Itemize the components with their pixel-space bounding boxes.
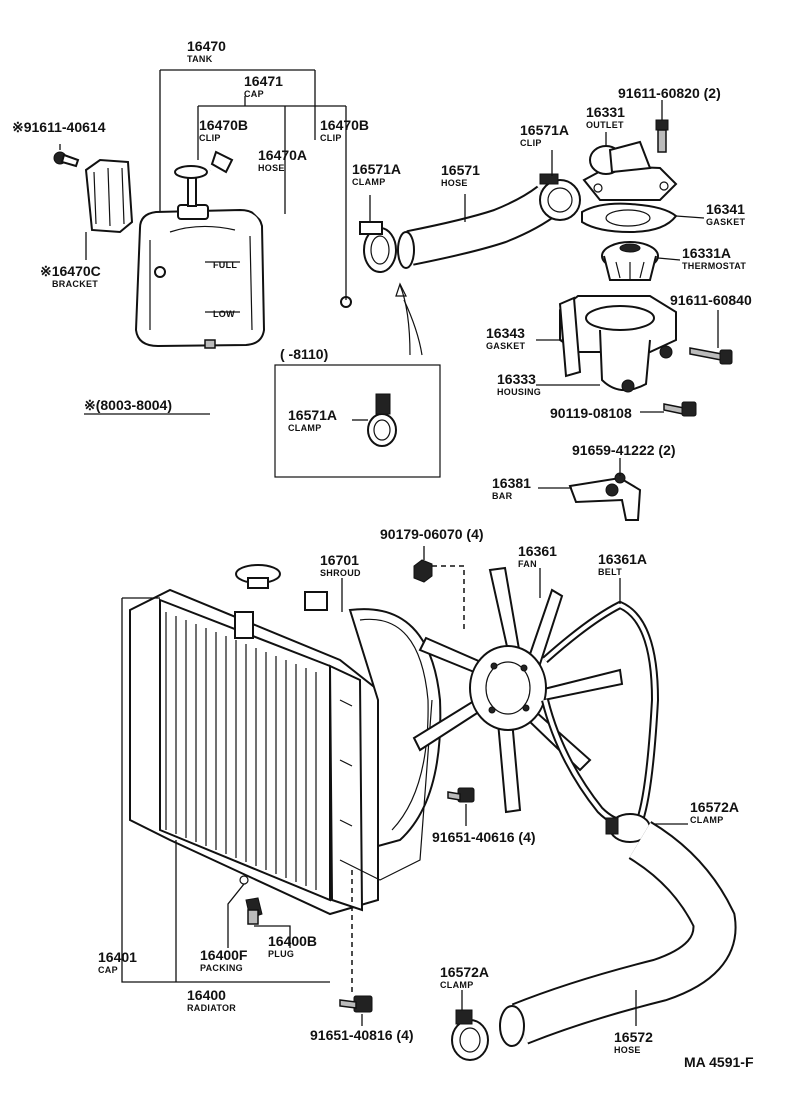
label-16331a-name: THERMOSTAT bbox=[682, 261, 746, 271]
label-16333-name: HOUSING bbox=[497, 387, 541, 397]
label-16571a-clip: 16571A bbox=[520, 122, 569, 138]
label-note-range: ※(8003-8004) bbox=[84, 397, 172, 413]
label-16571: 16571 bbox=[441, 162, 480, 178]
label-16572a-right: 16572A bbox=[690, 799, 739, 815]
label-16333: 16333 bbox=[497, 371, 536, 387]
lower-hose-16572 bbox=[499, 821, 737, 1047]
label-16361a: 16361A bbox=[598, 551, 647, 567]
leader-lines-radiator bbox=[121, 597, 330, 983]
label-inset-16571a: 16571A bbox=[288, 407, 337, 423]
label-16470a-name: HOSE bbox=[258, 163, 285, 173]
figure-id: MA 4591-F bbox=[684, 1054, 754, 1070]
bolt-90119-08108 bbox=[640, 401, 697, 417]
label-16572a-left: 16572A bbox=[440, 964, 489, 980]
label-91611-60820: 91611-60820 (2) bbox=[618, 85, 721, 101]
label-16701: 16701 bbox=[320, 552, 359, 568]
label-91651-40816: 91651-40816 (4) bbox=[310, 1027, 414, 1043]
label-16381: 16381 bbox=[492, 475, 531, 491]
clamp-16572a-left bbox=[451, 990, 489, 1061]
label-16400f-name: PACKING bbox=[200, 963, 243, 973]
label-16401: 16401 bbox=[98, 949, 137, 965]
label-16343-name: GASKET bbox=[486, 341, 526, 351]
label-16400b-name: PLUG bbox=[268, 949, 294, 959]
reservoir-tank: FULL LOW bbox=[134, 165, 266, 349]
label-90119-08108: 90119-08108 bbox=[550, 405, 632, 421]
upper-hose-16571 bbox=[397, 185, 560, 269]
label-16341: 16341 bbox=[706, 201, 745, 217]
label-16571-name: HOSE bbox=[441, 178, 468, 188]
label-91611-60840: 91611-60840 bbox=[670, 292, 752, 308]
clip-16571a bbox=[539, 150, 581, 221]
label-16341-name: GASKET bbox=[706, 217, 746, 227]
water-outlet-16331 bbox=[582, 132, 678, 201]
bolt-91611-60820 bbox=[655, 100, 669, 153]
bar-16381 bbox=[538, 458, 642, 521]
label-16470b-left: 16470B bbox=[199, 117, 248, 133]
belt-16361a bbox=[541, 578, 660, 828]
label-16381-name: BAR bbox=[492, 491, 513, 501]
thermostat-16331a bbox=[601, 241, 681, 281]
label-16471: 16471 bbox=[244, 73, 283, 89]
label-16400: 16400 bbox=[187, 987, 226, 1003]
label-16400f: 16400F bbox=[200, 947, 248, 963]
bracket-16470c bbox=[53, 151, 134, 234]
label-16470b-right-name: CLIP bbox=[320, 133, 342, 143]
gasket-16341 bbox=[581, 202, 705, 234]
drain-plug-16400b bbox=[227, 875, 291, 948]
label-90179-06070: 90179-06070 (4) bbox=[380, 526, 484, 542]
label-16470b-right: 16470B bbox=[320, 117, 369, 133]
thermostat-housing-16333 bbox=[536, 295, 677, 393]
label-16572a-right-name: CLAMP bbox=[690, 815, 724, 825]
label-16331a: 16331A bbox=[682, 245, 731, 261]
label-16470-name: TANK bbox=[187, 54, 213, 64]
label-16572: 16572 bbox=[614, 1029, 653, 1045]
bolt-91651-40816 bbox=[339, 870, 373, 1026]
label-inset-range: ( -8110) bbox=[280, 346, 328, 362]
label-16361-name: FAN bbox=[518, 559, 537, 569]
label-16470: 16470 bbox=[187, 38, 226, 54]
overflow-hose bbox=[209, 150, 352, 308]
part-labels: 16470 TANK 16471 CAP 16470B CLIP 16470B … bbox=[12, 38, 754, 1070]
label-16400-name: RADIATOR bbox=[187, 1003, 236, 1013]
label-16470a: 16470A bbox=[258, 147, 307, 163]
svg-text:FULL: FULL bbox=[213, 260, 237, 270]
shroud-16701 bbox=[339, 578, 442, 881]
label-16400b: 16400B bbox=[268, 933, 317, 949]
label-16572-name: HOSE bbox=[614, 1045, 641, 1055]
label-16401-name: CAP bbox=[98, 965, 118, 975]
nut-90179-06070 bbox=[413, 546, 465, 630]
label-16571a-clamp: 16571A bbox=[352, 161, 401, 177]
clamp-16571a bbox=[359, 195, 397, 273]
inset-box bbox=[274, 282, 441, 478]
fan-16361 bbox=[412, 566, 624, 814]
label-16361a-name: BELT bbox=[598, 567, 622, 577]
leader-lines-top-left bbox=[59, 69, 347, 300]
radiator-core-fins bbox=[165, 612, 317, 890]
label-16361: 16361 bbox=[518, 543, 557, 559]
label-16331-name: OUTLET bbox=[586, 120, 624, 130]
label-16471-name: CAP bbox=[244, 89, 264, 99]
label-16571a-clamp-name: CLAMP bbox=[352, 177, 386, 187]
label-91651-40616: 91651-40616 (4) bbox=[432, 829, 536, 845]
label-16572a-left-name: CLAMP bbox=[440, 980, 474, 990]
label-inset-16571a-name: CLAMP bbox=[288, 423, 322, 433]
label-16571a-clip-name: CLIP bbox=[520, 138, 542, 148]
label-16470b-left-name: CLIP bbox=[199, 133, 221, 143]
bolt-91651-40616 bbox=[447, 787, 475, 826]
bolt-91611-60840 bbox=[689, 310, 733, 365]
label-91611-40614: ※91611-40614 bbox=[12, 119, 106, 135]
label-91659-41222: 91659-41222 (2) bbox=[572, 442, 676, 458]
label-16470c-name: BRACKET bbox=[52, 279, 98, 289]
label-16470c: ※16470C bbox=[40, 263, 101, 279]
svg-text:LOW: LOW bbox=[213, 309, 235, 319]
label-16343: 16343 bbox=[486, 325, 525, 341]
radiator-16400 bbox=[129, 564, 379, 916]
label-16701-name: SHROUD bbox=[320, 568, 361, 578]
label-16331: 16331 bbox=[586, 104, 625, 120]
